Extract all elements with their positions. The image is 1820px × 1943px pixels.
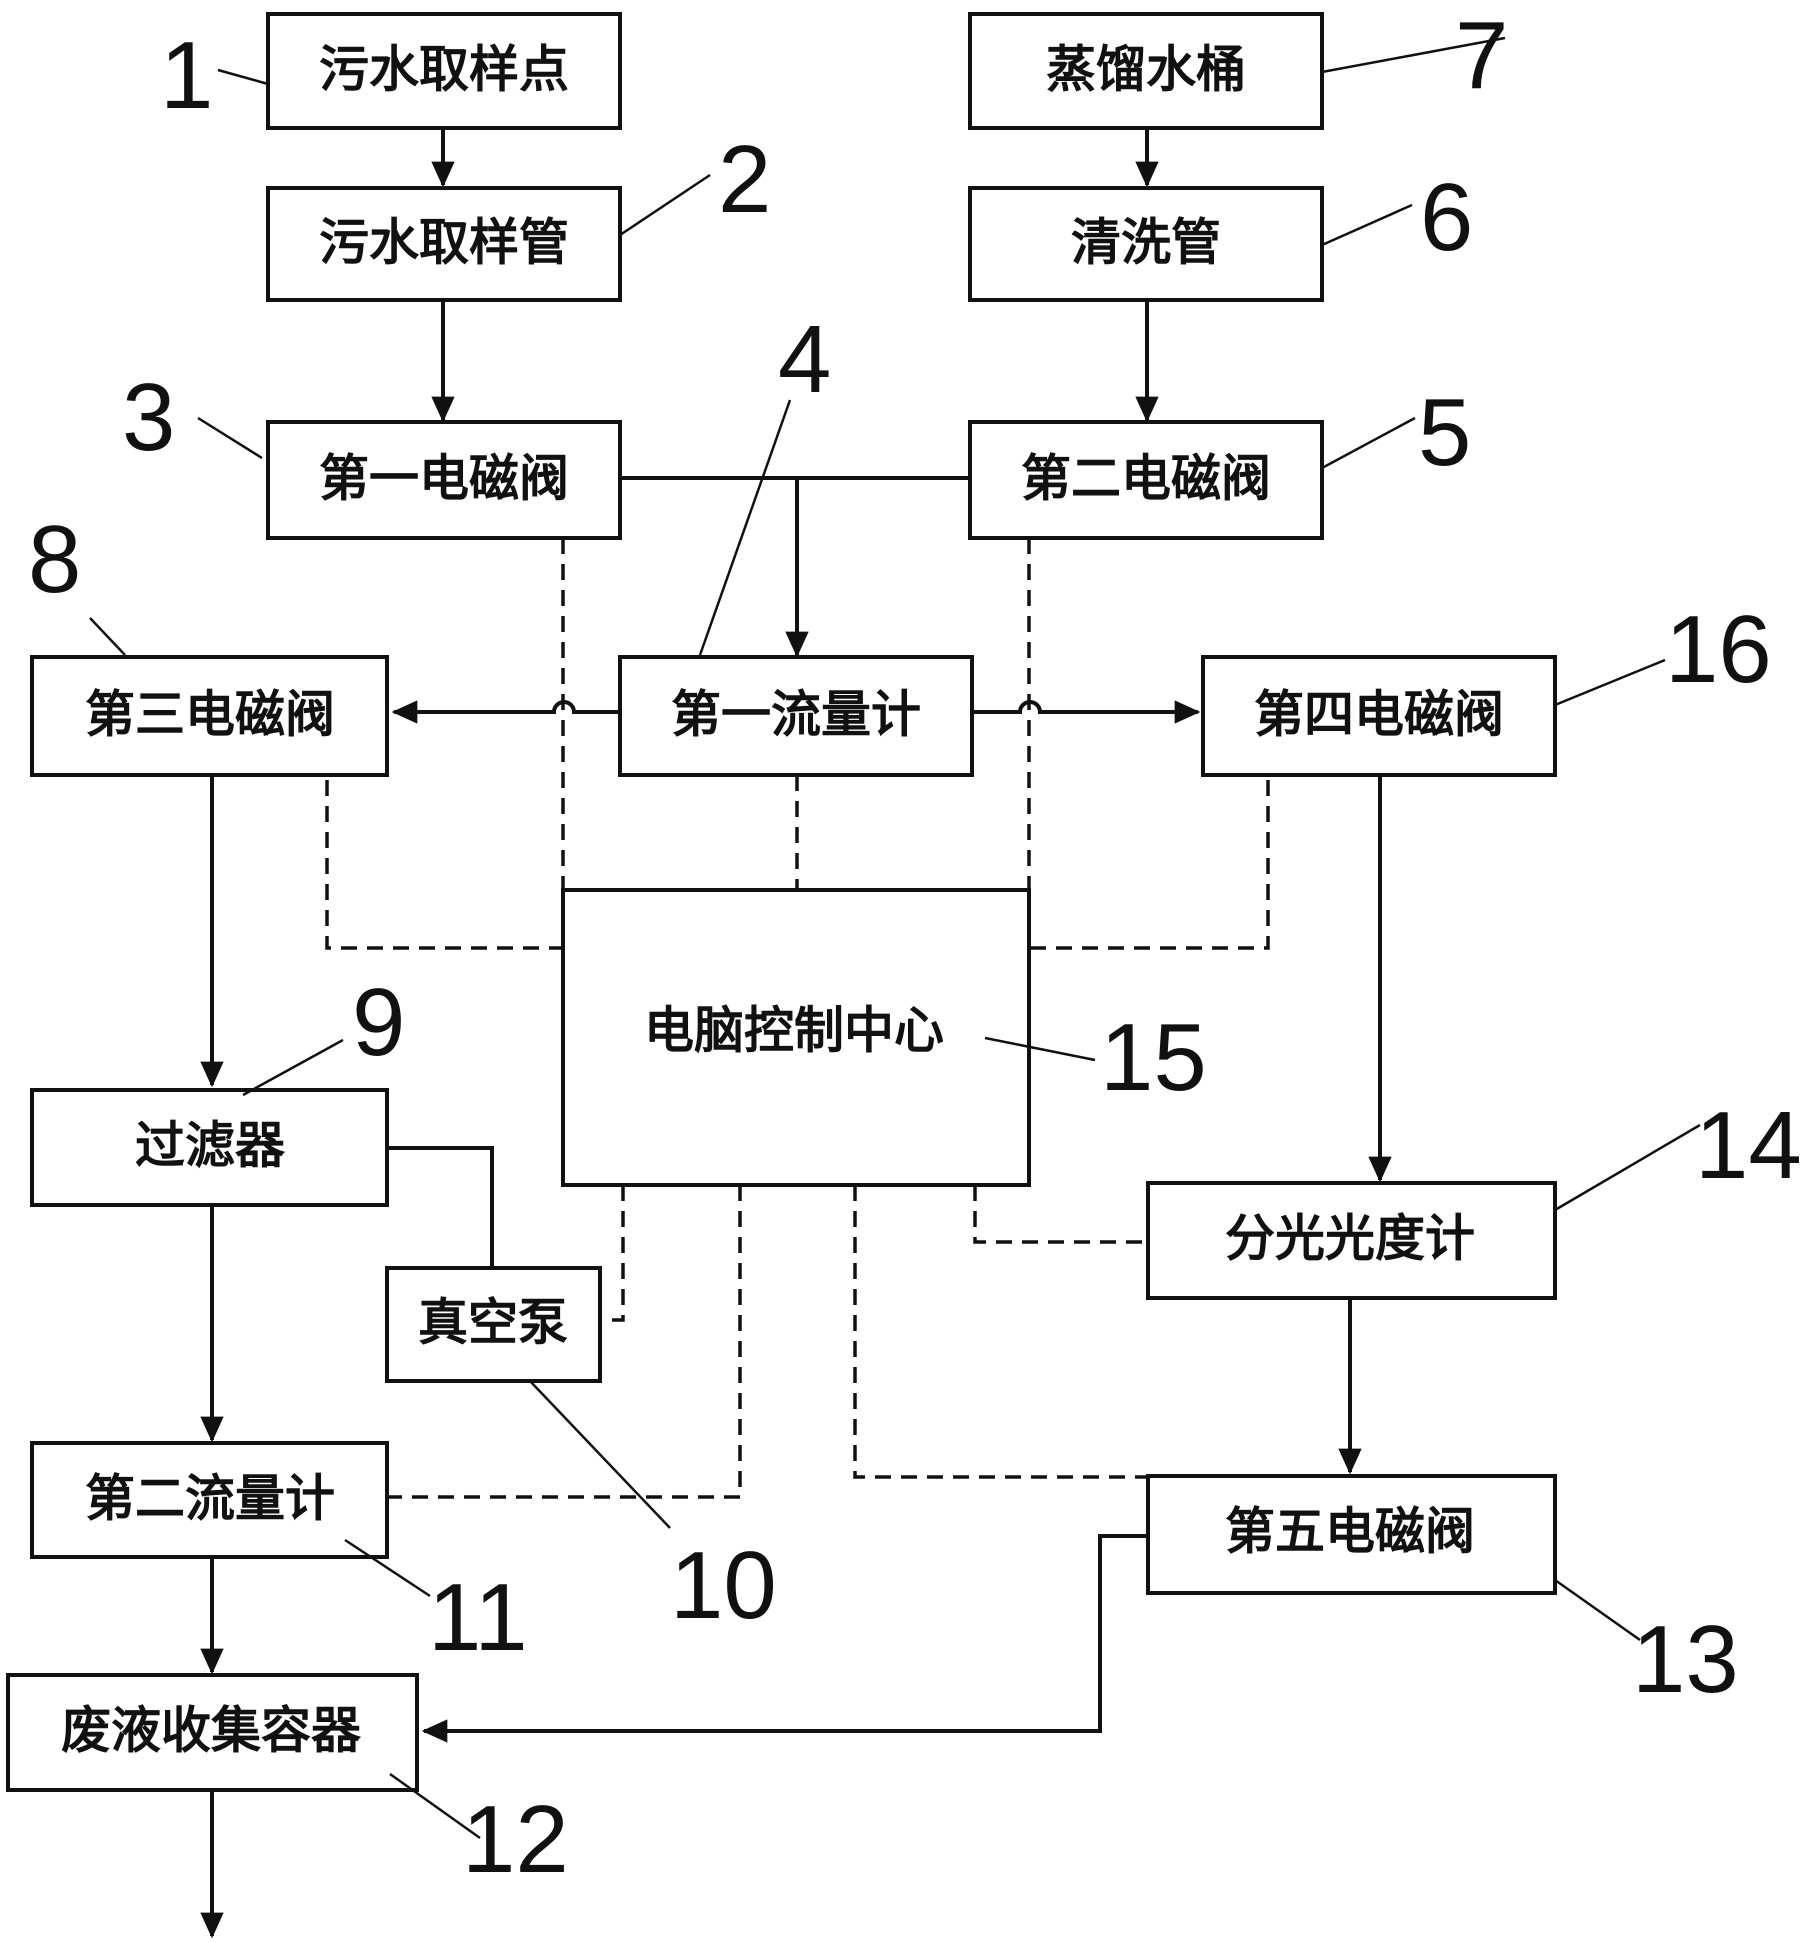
- leader-line: [1554, 658, 1666, 707]
- second-valve-label: 第二电磁阀: [1021, 450, 1271, 508]
- control-line: [973, 1185, 1148, 1244]
- vacuum-pump-box: 真空泵: [385, 1266, 602, 1383]
- distilled-water-bucket-label: 蒸馏水桶: [1046, 41, 1246, 99]
- flow-lines: [200, 128, 1392, 1939]
- leader-line: [197, 416, 263, 460]
- leader-line: [1321, 416, 1416, 470]
- reference-number-15: 15: [1100, 1004, 1207, 1111]
- reference-number-5: 5: [1418, 379, 1471, 486]
- reference-numbers: 1 2 3 4 5 6 7 8 9 10 11 12 13 14 15 16: [28, 2, 1802, 1893]
- third-valve-box: 第三电磁阀: [30, 655, 389, 777]
- flow-line: [391, 700, 620, 724]
- reference-number-10: 10: [670, 1532, 777, 1639]
- control-line: [387, 1185, 742, 1499]
- sampling-point-box: 污水取样点: [266, 12, 622, 130]
- first-valve-box: 第一电磁阀: [266, 420, 622, 540]
- sampling-pipe-label: 污水取样管: [319, 214, 569, 272]
- leader-line: [619, 173, 711, 237]
- fifth-valve-label: 第五电磁阀: [1225, 1503, 1475, 1561]
- reference-number-13: 13: [1632, 1606, 1739, 1713]
- control-line: [600, 1185, 625, 1322]
- control-line: [325, 780, 563, 950]
- filter-label: 过滤器: [135, 1117, 286, 1175]
- reference-number-8: 8: [28, 506, 81, 613]
- reference-number-1: 1: [160, 22, 213, 129]
- cleaning-pipe-box: 清洗管: [968, 186, 1324, 302]
- leader-line: [1554, 1578, 1641, 1642]
- leader-line: [344, 1538, 431, 1598]
- leader-line: [89, 617, 126, 656]
- reference-number-16: 16: [1665, 596, 1772, 703]
- reference-number-11: 11: [428, 1564, 528, 1671]
- computer-control-center-box: 电脑控制中心: [561, 888, 1031, 1187]
- leader-line: [698, 399, 792, 656]
- spectrophotometer-box: 分光光度计: [1146, 1181, 1557, 1300]
- leader-line: [217, 68, 269, 86]
- waste-container-box: 废液收集容器: [6, 1673, 419, 1792]
- filter-box: 过滤器: [30, 1088, 389, 1207]
- fifth-valve-box: 第五电磁阀: [1146, 1474, 1557, 1595]
- flow-line: [421, 1534, 1148, 1743]
- reference-number-4: 4: [778, 306, 831, 413]
- second-flowmeter-box: 第二流量计: [30, 1441, 389, 1559]
- reference-number-12: 12: [462, 1786, 569, 1893]
- fourth-valve-box: 第四电磁阀: [1201, 655, 1557, 777]
- sampling-point-label: 污水取样点: [319, 41, 569, 99]
- reference-number-6: 6: [1420, 164, 1473, 271]
- waste-container-label: 废液收集容器: [61, 1702, 362, 1760]
- first-flowmeter-label: 第一流量计: [671, 686, 921, 744]
- leader-line: [529, 1380, 671, 1529]
- first-flowmeter-box: 第一流量计: [618, 655, 974, 777]
- second-valve-box: 第二电磁阀: [968, 420, 1324, 540]
- reference-number-7: 7: [1455, 2, 1508, 109]
- reference-number-2: 2: [718, 126, 771, 233]
- reference-number-14: 14: [1695, 1092, 1802, 1199]
- first-valve-label: 第一电磁阀: [319, 450, 569, 508]
- cleaning-pipe-label: 清洗管: [1071, 214, 1221, 272]
- leader-line: [984, 1036, 1096, 1062]
- computer-control-center-label: 电脑控制中心: [644, 1002, 944, 1060]
- vacuum-pump-label: 真空泵: [418, 1294, 568, 1352]
- third-valve-label: 第三电磁阀: [85, 686, 335, 744]
- leader-line: [1321, 36, 1506, 74]
- control-line: [1029, 780, 1270, 950]
- control-line: [853, 1185, 1148, 1479]
- leader-line: [389, 1772, 481, 1840]
- control-lines: [325, 538, 1270, 1499]
- second-flowmeter-label: 第二流量计: [85, 1470, 335, 1528]
- sampling-pipe-box: 污水取样管: [266, 186, 622, 302]
- flow-line: [387, 1146, 494, 1268]
- leader-line: [242, 1038, 344, 1097]
- fourth-valve-label: 第四电磁阀: [1254, 686, 1504, 744]
- spectrophotometer-label: 分光光度计: [1225, 1210, 1475, 1268]
- distilled-water-bucket-box: 蒸馏水桶: [968, 12, 1324, 130]
- reference-number-9: 9: [352, 969, 405, 1076]
- leader-lines: [89, 36, 1701, 1840]
- leader-line: [1554, 1123, 1701, 1212]
- leader-line: [1321, 203, 1413, 247]
- reference-number-3: 3: [122, 364, 175, 471]
- flow-line: [972, 700, 1201, 724]
